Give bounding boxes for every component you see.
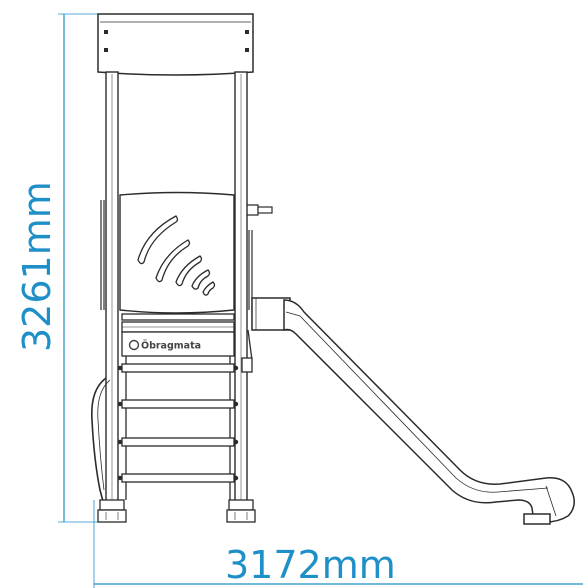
width-dimension	[93, 500, 583, 588]
brand-logo-icon	[128, 339, 140, 351]
ladder-handrail-inner	[97, 379, 111, 491]
slide	[251, 297, 575, 525]
height-dimension	[58, 13, 100, 523]
panel-decoration	[137, 215, 216, 296]
ladder	[117, 356, 239, 500]
brand-logo-text: Öbragmata	[141, 341, 201, 352]
side-details	[100, 200, 273, 310]
height-dimension-label: 3261mm	[15, 181, 59, 352]
roof-panel	[97, 13, 254, 76]
slide-support	[241, 329, 253, 373]
support-posts	[105, 71, 248, 513]
base-feet	[97, 499, 256, 523]
platform	[121, 313, 235, 357]
ladder-handrail	[90, 377, 107, 513]
width-dimension-label: 3172mm	[225, 543, 396, 587]
